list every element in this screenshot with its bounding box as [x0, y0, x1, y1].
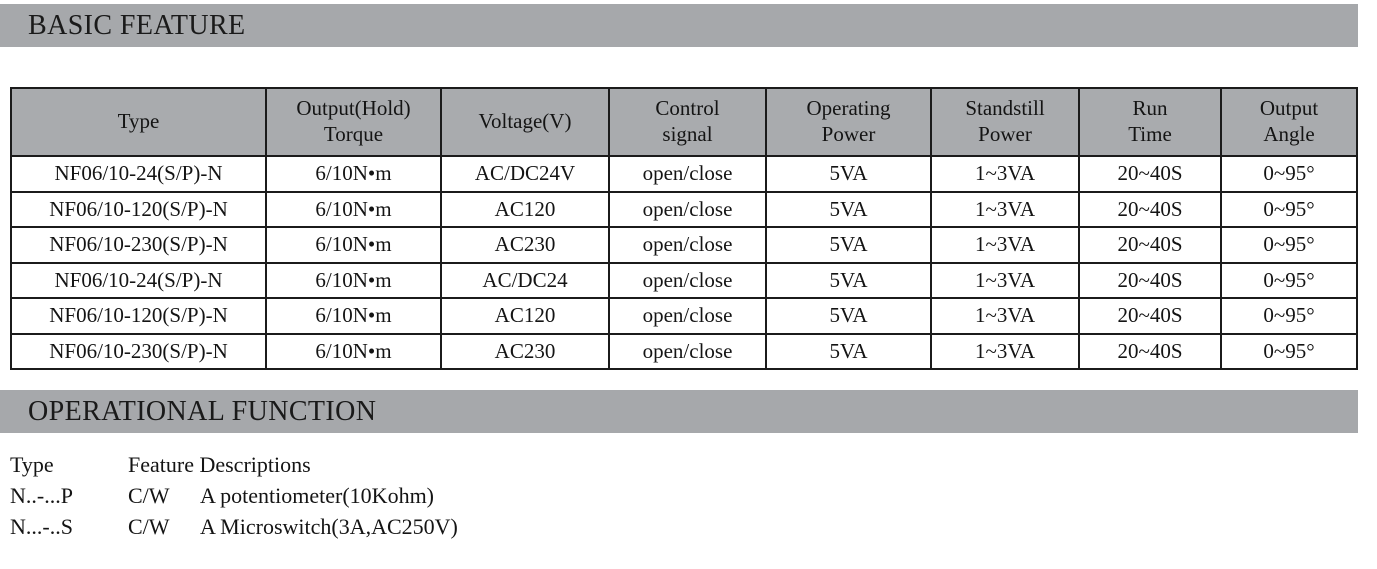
cell-run-time: 20~40S [1078, 190, 1222, 228]
basic-feature-table-container: Type Output(Hold) Torque Voltage(V) Cont… [10, 87, 1358, 370]
table-header-row: Type Output(Hold) Torque Voltage(V) Cont… [10, 87, 1358, 157]
list-item: N...-..S C/W A Microswitch(3A,AC250V) [10, 514, 810, 545]
column-header-operating-power: Operating Power [765, 87, 932, 157]
cell-standstill-power: 1~3VA [930, 226, 1080, 264]
cell-control-signal: open/close [608, 226, 767, 264]
cell-voltage: AC/DC24V [440, 155, 610, 193]
cell-type: NF06/10-120(S/P)-N [10, 190, 267, 228]
column-header-operating-power-line2: Power [821, 122, 876, 146]
cell-control-signal: open/close [608, 190, 767, 228]
operational-function-list: Type Feature Descriptions N..-...P C/W A… [10, 452, 810, 545]
basic-feature-table: Type Output(Hold) Torque Voltage(V) Cont… [10, 87, 1358, 370]
operational-header-description: Feature Descriptions [128, 452, 311, 477]
cell-run-time: 20~40S [1078, 155, 1222, 193]
cell-output-angle: 0~95° [1220, 297, 1358, 335]
operational-row-description: A Microswitch(3A,AC250V) [200, 514, 458, 539]
column-header-output-torque: Output(Hold) Torque [265, 87, 442, 157]
section-band-operational-function: OPERATIONAL FUNCTION [0, 390, 1358, 433]
column-header-output-angle: Output Angle [1220, 87, 1358, 157]
cell-output-angle: 0~95° [1220, 190, 1358, 228]
cell-type: NF06/10-120(S/P)-N [10, 297, 267, 335]
column-header-voltage-line1: Voltage(V) [478, 109, 572, 134]
table-header: Type Output(Hold) Torque Voltage(V) Cont… [10, 87, 1358, 157]
cell-standstill-power: 1~3VA [930, 297, 1080, 335]
cell-operating-power: 5VA [765, 261, 932, 299]
cell-standstill-power: 1~3VA [930, 155, 1080, 193]
cell-control-signal: open/close [608, 297, 767, 335]
operational-function-header-row: Type Feature Descriptions [10, 452, 810, 483]
column-header-run-time-line1: Run [1132, 96, 1168, 121]
table-row: NF06/10-230(S/P)-N 6/10N•m AC230 open/cl… [10, 332, 1358, 370]
column-header-standstill-power-line2: Power [978, 122, 1032, 146]
cell-type: NF06/10-24(S/P)-N [10, 155, 267, 193]
table-row: NF06/10-120(S/P)-N 6/10N•m AC120 open/cl… [10, 190, 1358, 228]
column-header-run-time-line2: Time [1128, 122, 1172, 146]
column-header-operating-power-line1: Operating [806, 96, 891, 121]
cell-standstill-power: 1~3VA [930, 190, 1080, 228]
cell-standstill-power: 1~3VA [930, 332, 1080, 370]
operational-row-cw: C/W [128, 483, 170, 508]
section-band-basic-feature: BASIC FEATURE [0, 4, 1358, 47]
section-title-operational-function: OPERATIONAL FUNCTION [28, 395, 377, 427]
column-header-output-angle-line1: Output [1259, 96, 1319, 121]
table-row: NF06/10-24(S/P)-N 6/10N•m AC/DC24V open/… [10, 155, 1358, 193]
cell-torque: 6/10N•m [265, 261, 442, 299]
column-header-output-torque-line1: Output(Hold) [296, 96, 411, 121]
column-header-standstill-power: Standstill Power [930, 87, 1080, 157]
table-row: NF06/10-120(S/P)-N 6/10N•m AC120 open/cl… [10, 297, 1358, 335]
column-header-output-angle-line2: Angle [1263, 122, 1315, 146]
cell-output-angle: 0~95° [1220, 155, 1358, 193]
section-title-basic-feature: BASIC FEATURE [28, 9, 246, 41]
cell-output-angle: 0~95° [1220, 332, 1358, 370]
column-header-control-signal-line2: signal [662, 122, 713, 146]
cell-voltage: AC230 [440, 226, 610, 264]
operational-header-type: Type [10, 452, 54, 477]
cell-operating-power: 5VA [765, 226, 932, 264]
cell-type: NF06/10-230(S/P)-N [10, 332, 267, 370]
column-header-run-time: Run Time [1078, 87, 1222, 157]
column-header-voltage: Voltage(V) [440, 87, 610, 157]
cell-voltage: AC120 [440, 190, 610, 228]
cell-control-signal: open/close [608, 332, 767, 370]
cell-torque: 6/10N•m [265, 190, 442, 228]
cell-standstill-power: 1~3VA [930, 261, 1080, 299]
column-header-standstill-power-line1: Standstill [965, 96, 1045, 121]
cell-voltage: AC120 [440, 297, 610, 335]
cell-operating-power: 5VA [765, 297, 932, 335]
column-header-type: Type [10, 87, 267, 157]
cell-type: NF06/10-24(S/P)-N [10, 261, 267, 299]
cell-operating-power: 5VA [765, 190, 932, 228]
cell-control-signal: open/close [608, 155, 767, 193]
cell-voltage: AC/DC24 [440, 261, 610, 299]
cell-voltage: AC230 [440, 332, 610, 370]
cell-control-signal: open/close [608, 261, 767, 299]
column-header-output-torque-line2: Torque [323, 122, 384, 146]
list-item: N..-...P C/W A potentiometer(10Kohm) [10, 483, 810, 514]
table-body: NF06/10-24(S/P)-N 6/10N•m AC/DC24V open/… [10, 155, 1358, 370]
cell-output-angle: 0~95° [1220, 261, 1358, 299]
cell-torque: 6/10N•m [265, 226, 442, 264]
cell-run-time: 20~40S [1078, 226, 1222, 264]
cell-run-time: 20~40S [1078, 297, 1222, 335]
operational-row-description: A potentiometer(10Kohm) [200, 483, 435, 508]
cell-type: NF06/10-230(S/P)-N [10, 226, 267, 264]
operational-row-type: N...-..S [10, 514, 73, 539]
operational-row-cw: C/W [128, 514, 170, 539]
column-header-control-signal-line1: Control [655, 96, 720, 121]
column-header-type-line1: Type [117, 109, 160, 134]
column-header-control-signal: Control signal [608, 87, 767, 157]
cell-operating-power: 5VA [765, 332, 932, 370]
cell-torque: 6/10N•m [265, 297, 442, 335]
table-row: NF06/10-24(S/P)-N 6/10N•m AC/DC24 open/c… [10, 261, 1358, 299]
cell-run-time: 20~40S [1078, 261, 1222, 299]
cell-operating-power: 5VA [765, 155, 932, 193]
operational-row-type: N..-...P [10, 483, 73, 508]
cell-run-time: 20~40S [1078, 332, 1222, 370]
cell-torque: 6/10N•m [265, 332, 442, 370]
cell-output-angle: 0~95° [1220, 226, 1358, 264]
cell-torque: 6/10N•m [265, 155, 442, 193]
table-row: NF06/10-230(S/P)-N 6/10N•m AC230 open/cl… [10, 226, 1358, 264]
